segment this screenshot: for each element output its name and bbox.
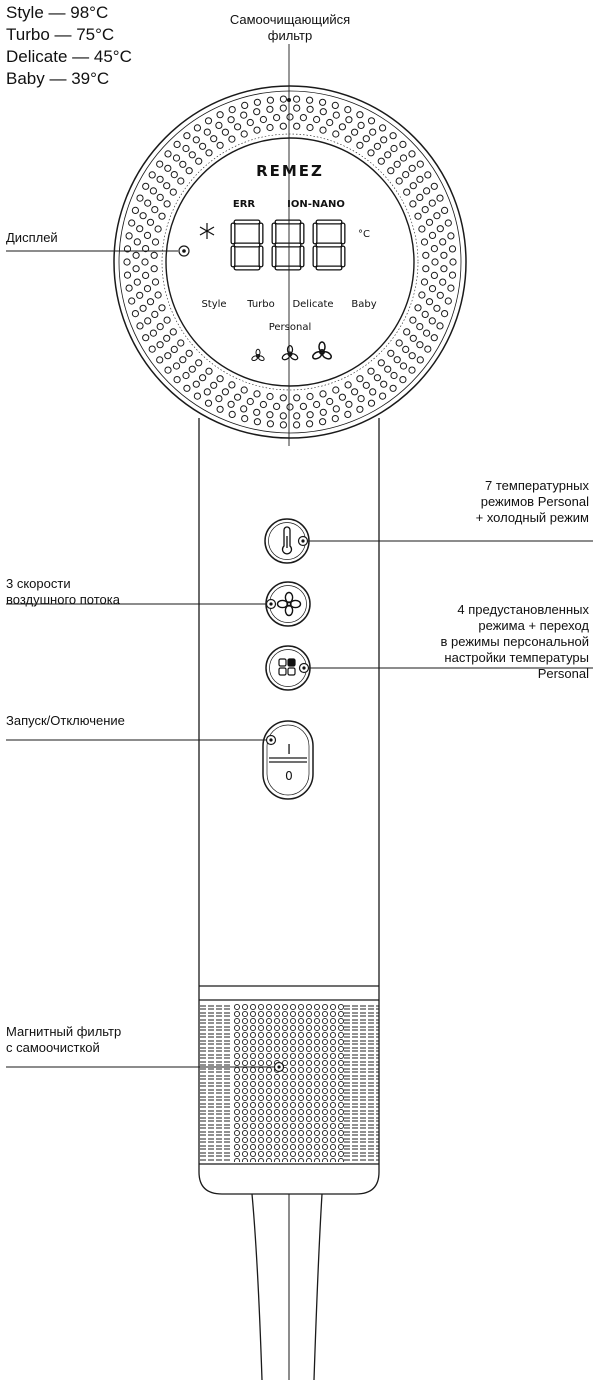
grid-icon xyxy=(278,658,296,676)
power-switch[interactable]: I 0 xyxy=(262,720,314,800)
unit-label: °C xyxy=(358,229,370,240)
power-off-label: 0 xyxy=(285,769,293,783)
callout-magnetic-filter: Магнитный фильтр с самоочисткой xyxy=(6,1024,121,1056)
mode-delicate-label: Delicate xyxy=(292,299,333,310)
display-panel: REMEZ ERR ION-NANO °C Style Turbo Delica… xyxy=(199,162,377,362)
fan-icon xyxy=(276,591,302,617)
power-on-label: I xyxy=(287,743,291,758)
callout-line: 4 предустановленных xyxy=(457,602,589,617)
callout-display: Дисплей xyxy=(6,230,58,245)
magnetic-filter-mesh xyxy=(200,1003,379,1162)
callout-filter-top: Самоочищающийся фильтр xyxy=(210,12,370,44)
filter-marker-dot xyxy=(287,98,291,102)
fan-speed-high-icon xyxy=(312,341,332,360)
fan-speed-mid-icon xyxy=(281,345,299,361)
callout-line: в режимы персональной xyxy=(440,634,590,649)
callout-line: + холодный режим xyxy=(475,510,589,525)
mode-line: Delicate — 45°C xyxy=(6,47,132,66)
mode-turbo-label: Turbo xyxy=(246,299,275,310)
callout-line: Personal xyxy=(537,666,589,681)
callout-line: с самоочисткой xyxy=(6,1040,100,1055)
callout-airflow: 3 скорости воздушного потока xyxy=(6,576,120,608)
dryer-head xyxy=(113,85,467,439)
temp-callout-line xyxy=(297,535,593,547)
mode-line: Baby — 39°C xyxy=(6,69,110,88)
power-cord xyxy=(251,1193,323,1380)
temperature-button[interactable] xyxy=(264,518,310,564)
callout-line: Самоочищающийся xyxy=(229,12,351,27)
mode-line: Style — 98°C xyxy=(6,3,109,22)
mode-personal-label: Personal xyxy=(269,322,312,333)
callout-power: Запуск/Отключение xyxy=(6,713,125,728)
callout-line: режима + переход xyxy=(478,618,589,633)
callout-presets: 4 предустановленных режима + переход в р… xyxy=(441,602,590,682)
seven-segment-digits xyxy=(230,219,346,271)
power-callout-line xyxy=(6,734,277,746)
err-indicator: ERR xyxy=(233,199,256,210)
airflow-callout-line xyxy=(6,598,277,610)
callout-line: режимов Personal xyxy=(480,494,589,509)
callout-temp-modes: 7 температурных режимов Personal + холод… xyxy=(476,478,589,526)
callout-line: воздушного потока xyxy=(6,592,120,607)
mode-style-label: Style xyxy=(201,299,226,310)
snowflake-icon xyxy=(199,223,215,239)
fan-speed-low-icon xyxy=(251,348,265,362)
callout-line: фильтр xyxy=(267,28,313,43)
temperature-mode-list: Style — 98°C Turbo — 75°C Delicate — 45°… xyxy=(6,2,132,90)
magnetic-filter-callout-line xyxy=(6,1061,285,1073)
callout-line: 3 скорости xyxy=(6,576,71,591)
callout-line: 7 температурных xyxy=(485,478,589,493)
callout-line: Магнитный фильтр xyxy=(6,1024,122,1039)
thermometer-icon xyxy=(281,526,293,555)
mode-baby-label: Baby xyxy=(351,299,376,310)
display-callout-line xyxy=(6,245,190,257)
brand-logo: REMEZ xyxy=(256,162,324,180)
mode-line: Turbo — 75°C xyxy=(6,25,115,44)
ion-nano-indicator: ION-NANO xyxy=(287,199,345,210)
preset-callout-line xyxy=(298,662,593,674)
perforation-ring xyxy=(123,95,457,429)
callout-line: настройки температуры xyxy=(444,650,589,665)
